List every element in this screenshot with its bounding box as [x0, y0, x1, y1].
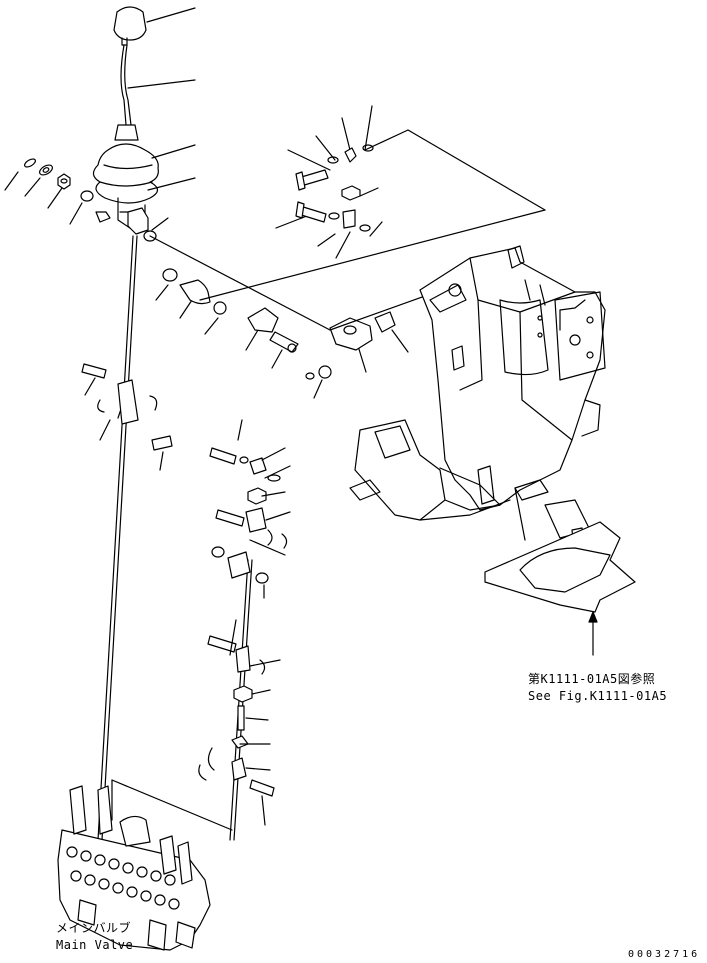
control-lever	[92, 6, 159, 229]
left-control-rod	[81, 235, 173, 841]
floor-plate	[484, 521, 636, 656]
drawing-number: 00032716	[628, 949, 701, 960]
lever-hardware	[23, 158, 94, 202]
reference-note-japanese: 第K1111-01A5図参照	[528, 672, 656, 686]
main-valve-label-japanese: メインバルブ	[56, 921, 132, 935]
main-valve-label-english: Main Valve	[56, 938, 134, 952]
reference-note-english: See Fig.K1111-01A5	[528, 689, 668, 703]
console-frame	[349, 245, 606, 551]
main-valve	[57, 779, 233, 951]
callout-lines	[4, 7, 409, 471]
right-control-rod	[198, 419, 291, 841]
upper-bolts-cluster	[295, 144, 374, 232]
